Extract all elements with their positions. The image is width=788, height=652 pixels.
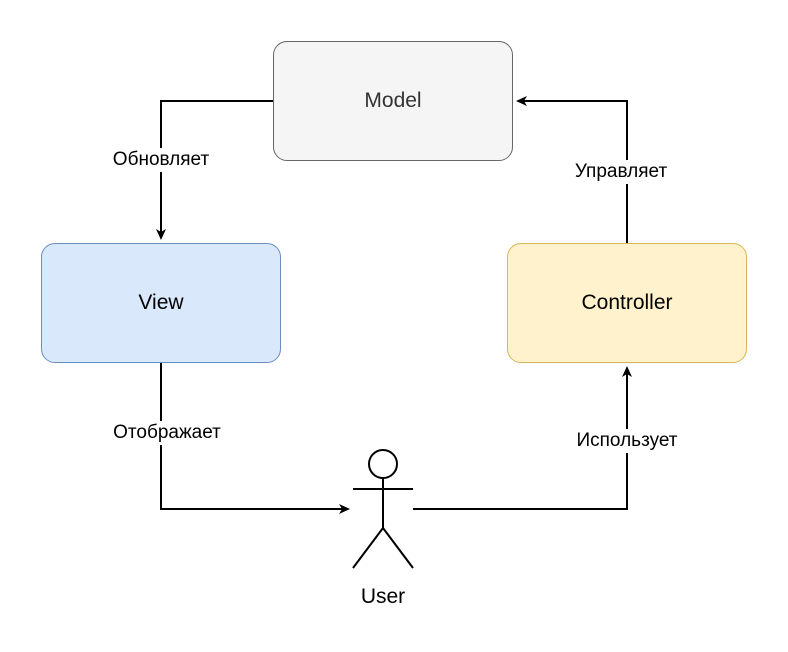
actor-label: User <box>360 585 406 608</box>
stick-figure-icon <box>352 449 414 569</box>
edge-label-displays: Отображает <box>111 421 223 445</box>
edge-label-manages: Управляет <box>572 160 670 184</box>
controller-label: Controller <box>581 291 673 314</box>
edge-label-uses: Использует <box>574 429 680 453</box>
model-label: Model <box>364 89 422 112</box>
edge-model-to-view <box>156 100 273 240</box>
edge-user-to-controller <box>413 366 632 510</box>
view-label: View <box>138 291 184 314</box>
edge-view-to-user <box>160 363 350 514</box>
edge-controller-to-model <box>516 96 628 243</box>
model-node[interactable]: Model <box>273 41 513 161</box>
controller-node[interactable]: Controller <box>507 243 747 363</box>
edge-label-updates: Обновляет <box>110 148 212 172</box>
view-node[interactable]: View <box>41 243 281 363</box>
